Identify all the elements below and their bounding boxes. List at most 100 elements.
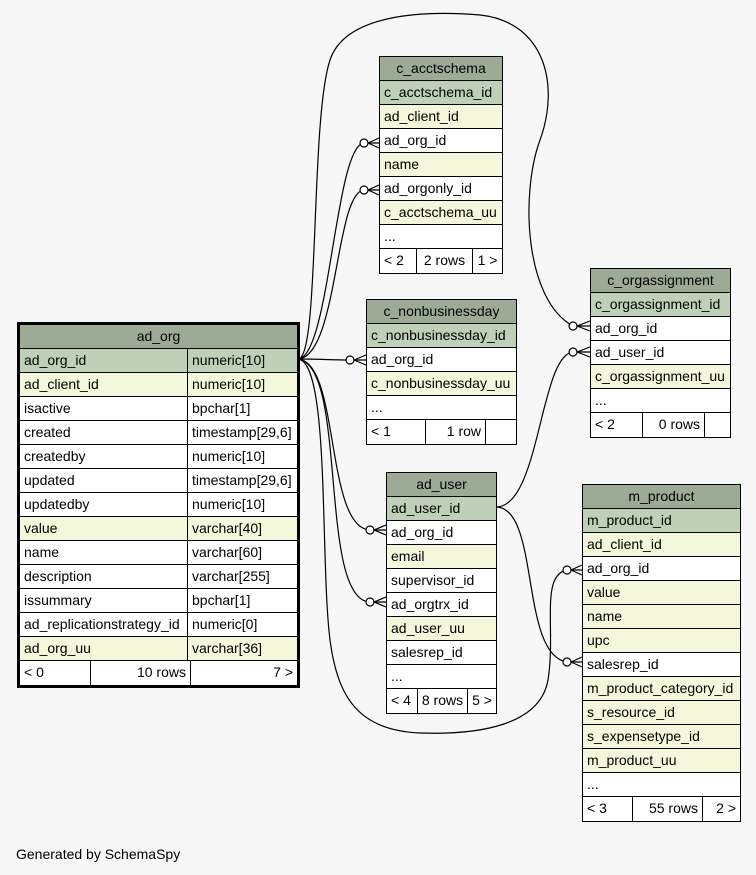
column-name[interactable]: c_nonbusinessday_uu	[371, 375, 511, 391]
column-name[interactable]: ad_orgonly_id	[384, 180, 472, 196]
parents-link[interactable]: < 4	[391, 692, 411, 708]
column-name[interactable]: m_product_id	[587, 512, 672, 528]
column-row[interactable]: ad_client_id	[583, 533, 740, 557]
column-name[interactable]: createdby	[24, 448, 86, 464]
table-name[interactable]: ad_org	[136, 328, 181, 344]
column-row[interactable]: ad_client_id	[380, 105, 502, 129]
column-name[interactable]: name	[24, 544, 60, 560]
column-row[interactable]: ...	[387, 665, 496, 689]
children-link[interactable]	[485, 420, 516, 444]
column-row[interactable]: c_orgassignment_uu	[591, 365, 730, 389]
column-name[interactable]: ...	[595, 392, 607, 408]
column-name[interactable]: c_nonbusinessday_id	[371, 327, 506, 343]
column-row[interactable]: ...	[583, 773, 740, 797]
column-name[interactable]: salesrep_id	[391, 644, 463, 660]
column-name[interactable]: ad_user_id	[391, 500, 461, 516]
table-header[interactable]: c_acctschema	[380, 57, 502, 81]
column-row[interactable]: c_acctschema_id	[380, 81, 502, 105]
table-name[interactable]: c_nonbusinessday	[383, 303, 500, 319]
column-name[interactable]: salesrep_id	[587, 656, 659, 672]
column-name[interactable]: ad_user_id	[595, 344, 665, 360]
parents-link[interactable]: < 0	[24, 664, 44, 680]
column-row[interactable]: email	[387, 545, 496, 569]
column-row[interactable]: ad_orgtrx_id	[387, 593, 496, 617]
column-name[interactable]: supervisor_id	[391, 572, 475, 588]
column-row[interactable]: m_product_uu	[583, 749, 740, 773]
column-name[interactable]: name	[384, 156, 420, 172]
column-name[interactable]: c_orgassignment_uu	[595, 368, 725, 384]
parents-link[interactable]: < 2	[595, 416, 615, 432]
children-link[interactable]: 7 >	[190, 661, 297, 685]
column-name[interactable]: ad_org_id	[587, 560, 650, 576]
column-name[interactable]: ad_org_id	[24, 352, 87, 368]
table-header[interactable]: c_orgassignment	[591, 269, 730, 293]
column-name[interactable]: upc	[587, 632, 610, 648]
column-name[interactable]: ad_client_id	[587, 536, 662, 552]
children-link[interactable]: 5 >	[467, 689, 496, 713]
column-row[interactable]: ...	[380, 225, 502, 249]
column-row[interactable]: ad_org_id	[387, 521, 496, 545]
column-name[interactable]: ad_orgtrx_id	[391, 596, 469, 612]
column-name[interactable]: email	[391, 548, 425, 564]
column-row[interactable]: m_product_category_id	[583, 677, 740, 701]
column-name[interactable]: ad_org_id	[371, 351, 434, 367]
column-name[interactable]: s_expensetype_id	[587, 728, 700, 744]
table-header[interactable]: m_product	[583, 485, 740, 509]
column-row[interactable]: supervisor_id	[387, 569, 496, 593]
table-c_nonbusinessday[interactable]: c_nonbusinessday c_nonbusinessday_id ad_or…	[366, 299, 517, 445]
column-name[interactable]: c_orgassignment_id	[595, 296, 721, 312]
column-row[interactable]: ...	[591, 389, 730, 413]
column-row[interactable]: s_resource_id	[583, 701, 740, 725]
column-name[interactable]: created	[24, 424, 71, 440]
column-row[interactable]: c_acctschema_uu	[380, 201, 502, 225]
column-name[interactable]: updatedby	[24, 496, 90, 512]
table-name[interactable]: ad_user	[416, 476, 467, 492]
column-name[interactable]: value	[24, 520, 58, 536]
column-row[interactable]: ad_user_id	[591, 341, 730, 365]
column-name[interactable]: ad_org_uu	[24, 640, 91, 656]
column-row[interactable]: upc	[583, 629, 740, 653]
column-row[interactable]: ad_user_uu	[387, 617, 496, 641]
column-row[interactable]: salesrep_id	[583, 653, 740, 677]
column-name[interactable]: m_product_category_id	[587, 680, 734, 696]
table-name[interactable]: c_orgassignment	[607, 272, 714, 288]
children-link[interactable]	[704, 413, 730, 437]
column-name[interactable]: ad_user_uu	[391, 620, 465, 636]
column-row[interactable]: s_expensetype_id	[583, 725, 740, 749]
column-name[interactable]: m_product_uu	[587, 752, 677, 768]
column-name[interactable]: ...	[384, 228, 396, 244]
column-name[interactable]: ad_replicationstrategy_id	[24, 616, 180, 632]
table-name[interactable]: m_product	[628, 488, 695, 504]
column-name[interactable]: ad_client_id	[24, 376, 99, 392]
column-name[interactable]: ad_client_id	[384, 108, 459, 124]
column-row[interactable]: salesrep_id	[387, 641, 496, 665]
column-row[interactable]: name	[583, 605, 740, 629]
column-row[interactable]: value	[583, 581, 740, 605]
column-name[interactable]: c_acctschema_id	[384, 84, 493, 100]
column-name[interactable]: name	[587, 608, 623, 624]
column-name[interactable]: s_resource_id	[587, 704, 675, 720]
column-row[interactable]: ad_org_id	[380, 129, 502, 153]
column-name[interactable]: ...	[391, 668, 403, 684]
parents-link[interactable]: < 3	[587, 800, 607, 816]
column-name[interactable]: ad_org_id	[384, 132, 447, 148]
column-row[interactable]: c_nonbusinessday_id	[367, 324, 516, 348]
table-header[interactable]: c_nonbusinessday	[367, 300, 516, 324]
table-m_product[interactable]: m_product m_product_id ad_client_id ad_org_…	[582, 484, 741, 822]
table-name[interactable]: c_acctschema	[396, 60, 486, 76]
parents-link[interactable]: < 2	[384, 252, 404, 268]
column-row[interactable]: ad_org_id	[583, 557, 740, 581]
